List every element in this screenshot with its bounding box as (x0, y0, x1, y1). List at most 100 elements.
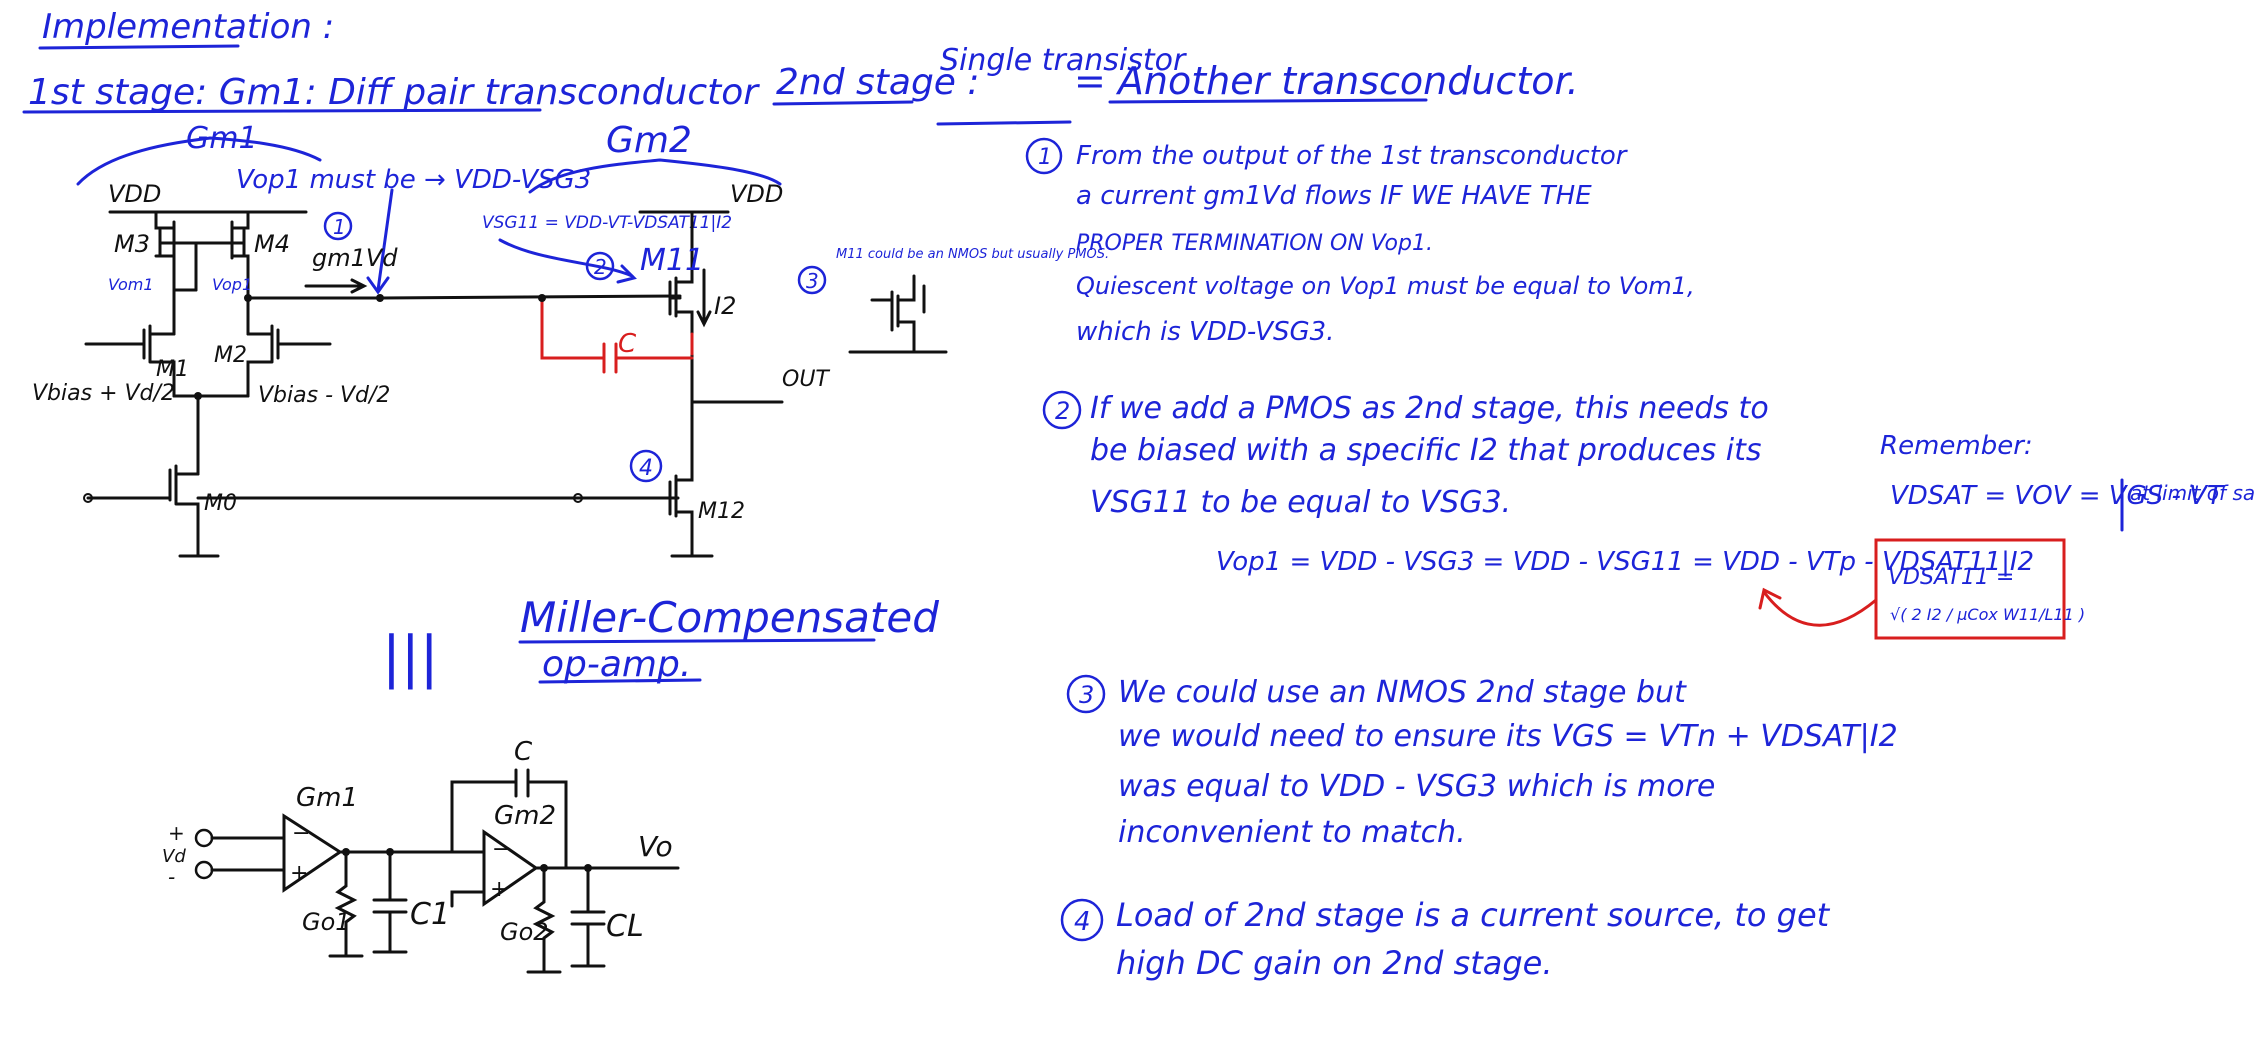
node-3-marker (797, 265, 827, 295)
gm1vd-label: gm1Vd (312, 244, 398, 272)
vop-note: Vop1 must be → VDD-VSG3 (236, 165, 591, 195)
input-plus-sign: + (168, 821, 185, 845)
miller-cap-label: C (618, 329, 637, 359)
bias-input-node (83, 493, 93, 503)
cl-cap (570, 866, 606, 968)
m0-body (168, 464, 220, 558)
vsg-note-curve (498, 238, 634, 278)
vdsat-box (1874, 538, 2066, 640)
macro-c1-label: C1 (410, 897, 450, 932)
go1-resistor (328, 850, 364, 958)
m11-nmos-note: M11 could be an NMOS but usually PMOS. (836, 247, 1109, 262)
gm2-triangle (482, 829, 539, 907)
vom1-label: Vom1 (108, 275, 154, 294)
remember-title: Remember: (1880, 431, 2033, 461)
m1-body (142, 324, 176, 398)
equation-main: Vop1 = VDD - VSG3 = VDD - VSG11 = VDD - … (1216, 547, 2034, 577)
stage1-underline (22, 108, 542, 114)
equiv-symbol: ||| (382, 625, 439, 690)
note1-line3: PROPER TERMINATION ON Vop1. (1076, 231, 1433, 256)
i2-arrowhead (696, 310, 712, 328)
note3-num-circle (1066, 674, 1106, 714)
tail-node (194, 392, 202, 400)
note1-num: 1 (1038, 145, 1052, 170)
remember-note: at limit of saturation (2130, 481, 2255, 505)
vdsat-box-lhs: VDSAT11 = (1888, 565, 2014, 590)
gm1-minus: − (292, 821, 310, 846)
m3-label: M3 (114, 230, 150, 258)
vop-note-arrowhead (366, 276, 390, 295)
miller-title-underline (518, 638, 876, 644)
macro-model: − + Gm1 + Vd - Go1 C1 − + Gm2 C Vo (162, 737, 680, 974)
input-plus-terminal (194, 828, 214, 848)
note1-line4: Quiescent voltage on Vop1 must be equal … (1076, 272, 1695, 300)
node-1-num: 1 (333, 215, 346, 239)
note4-line1: Load of 2nd stage is a current source, t… (1116, 896, 1831, 934)
macro-vd-label: Vd (162, 846, 186, 867)
macro-vo-label: Vo (638, 830, 673, 863)
node-1-marker (323, 211, 353, 241)
nmos-sketch (848, 274, 948, 354)
vdd-left-label: VDD (108, 180, 161, 208)
note2-line3: VSG11 to be equal to VSG3. (1090, 485, 1511, 520)
macro-gm2-label: Gm2 (494, 801, 556, 831)
note4-num-circle (1060, 898, 1104, 942)
bias-node (573, 493, 583, 503)
node-3-num: 3 (806, 269, 819, 293)
vdd-right-label: VDD (730, 180, 783, 208)
m4-label: M4 (254, 230, 290, 258)
miller-sub-underline (538, 678, 702, 684)
macro-go1-label: Go1 (302, 908, 351, 936)
stage2-eq-underline (1108, 98, 1428, 104)
output-node (376, 294, 384, 302)
gm1-brace (76, 136, 322, 186)
note3-line4: inconvenient to match. (1118, 815, 1466, 850)
node-4-marker (629, 449, 663, 483)
miller-sub: op-amp. (542, 644, 691, 685)
red-link-arrowhead (1758, 587, 1782, 610)
m2-body (246, 324, 280, 398)
note1-line1: From the output of the 1st transconducto… (1076, 141, 1629, 171)
go2-resistor (526, 866, 562, 974)
vsg-note: VSG11 = VDD-VT-VDSAT11|I2 (482, 213, 732, 233)
vop1-label: Vop1 (212, 275, 252, 294)
miller-cap-wire (540, 296, 694, 360)
gm2-label: Gm2 (606, 120, 692, 161)
stage2-single-text: Single transistor (940, 43, 1187, 78)
schematic: VDD M3 M4 Vom1 Vop1 gm1Vd 1 M1 (32, 180, 1109, 558)
stage2-prefix-underline (772, 100, 914, 106)
stage2-prefix: 2nd stage : (776, 62, 980, 103)
note2-line2: be biased with a specific I2 that produc… (1090, 433, 1762, 468)
input-wires (210, 836, 286, 872)
macro-c-label: C (514, 737, 533, 767)
note3-line3: was equal to VDD - VSG3 which is more (1118, 769, 1715, 804)
macro-go2-label: Go2 (500, 918, 549, 946)
vin-minus-label: Vbias - Vd/2 (258, 383, 390, 408)
red-link-arrow (1762, 590, 1878, 627)
m0-label: M0 (204, 491, 237, 516)
macro-cl-label: CL (606, 909, 644, 944)
gm1-triangle (282, 813, 343, 893)
vop-note-arrow (376, 188, 394, 292)
note3-line1: We could use an NMOS 2nd stage but (1118, 675, 1687, 710)
vop1-node (244, 294, 252, 302)
gm2-brace (528, 158, 782, 194)
m2-label: M2 (214, 343, 247, 368)
node-2-num: 2 (594, 255, 607, 279)
m4-body (230, 210, 250, 300)
note4-num: 4 (1074, 907, 1091, 937)
tail-wire (172, 394, 250, 476)
out-label: OUT (782, 367, 830, 392)
input-minus-terminal (194, 860, 214, 880)
remember-eq: VDSAT = VOV = VGS - VT (1890, 481, 2225, 511)
input-minus-sign: - (168, 865, 175, 889)
m11-label: M11 (640, 243, 704, 278)
m1-label: M1 (156, 357, 189, 382)
note4-line2: high DC gain on 2nd stage. (1116, 944, 1553, 982)
note1-line5: which is VDD-VSG3. (1076, 317, 1334, 347)
heading-underline (38, 44, 240, 50)
vdsat-box-rhs: √( 2 I2 / μCox W11/L11 ) (1890, 605, 2085, 624)
note3-line2: we would need to ensure its VGS = VTn + … (1118, 719, 1898, 754)
m3-body (154, 210, 176, 286)
